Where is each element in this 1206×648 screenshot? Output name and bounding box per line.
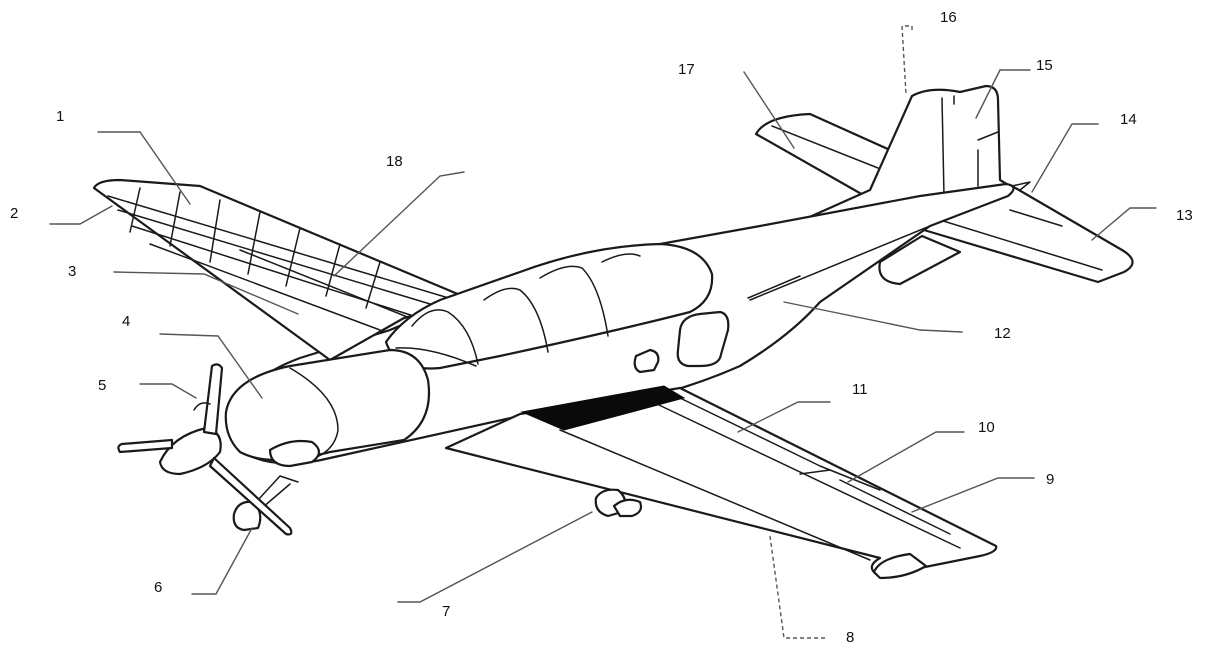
callout-labels: 1 2 3 4 5 6 7 8 9 10 11 12 13 14 15 16 1… [10,9,1193,646]
callout-8: 8 [846,629,854,646]
leader-9 [911,477,1035,513]
leader-11 [737,401,831,433]
side-windows [633,310,730,374]
propeller [117,363,293,536]
horizontal-stabilizer-right [878,181,1134,286]
callout-12: 12 [994,325,1011,342]
callout-1: 1 [56,108,64,125]
leader-18 [333,171,465,277]
leader-1 [97,131,191,205]
callout-17: 17 [678,61,695,78]
callout-14: 14 [1120,111,1137,128]
callout-18: 18 [386,153,403,170]
leader-10 [847,431,965,483]
callout-3: 3 [68,263,76,280]
callout-10: 10 [978,419,995,436]
wing-root-highlight [520,385,686,431]
callout-5: 5 [98,377,106,394]
callout-4: 4 [122,313,130,330]
leader-17 [743,71,795,149]
left-wing [92,178,474,362]
callout-7: 7 [442,603,450,620]
callout-16: 16 [940,9,957,26]
leader-8 [769,535,826,639]
leader-15 [975,69,1031,119]
leader-16 [901,25,913,95]
engine-cowling [224,348,430,468]
leader-4 [159,333,263,399]
leader-lines [49,25,1157,639]
callout-11: 11 [852,381,868,398]
callout-6: 6 [154,579,162,596]
leader-2 [49,205,113,225]
nose-landing-gear [232,475,299,532]
callout-13: 13 [1176,207,1193,224]
canopy [384,242,714,370]
main-landing-gear [594,488,643,518]
callout-15: 15 [1036,57,1053,74]
leader-6 [191,527,253,595]
callout-9: 9 [1046,471,1054,488]
horizontal-stabilizer-left [754,112,892,202]
leader-5 [139,383,197,399]
right-wing [444,385,998,580]
leader-14 [1031,123,1099,193]
callout-2: 2 [10,205,18,222]
leader-12 [783,301,963,333]
leader-3 [113,271,299,315]
leader-7 [397,511,593,603]
leader-13 [1091,207,1157,241]
